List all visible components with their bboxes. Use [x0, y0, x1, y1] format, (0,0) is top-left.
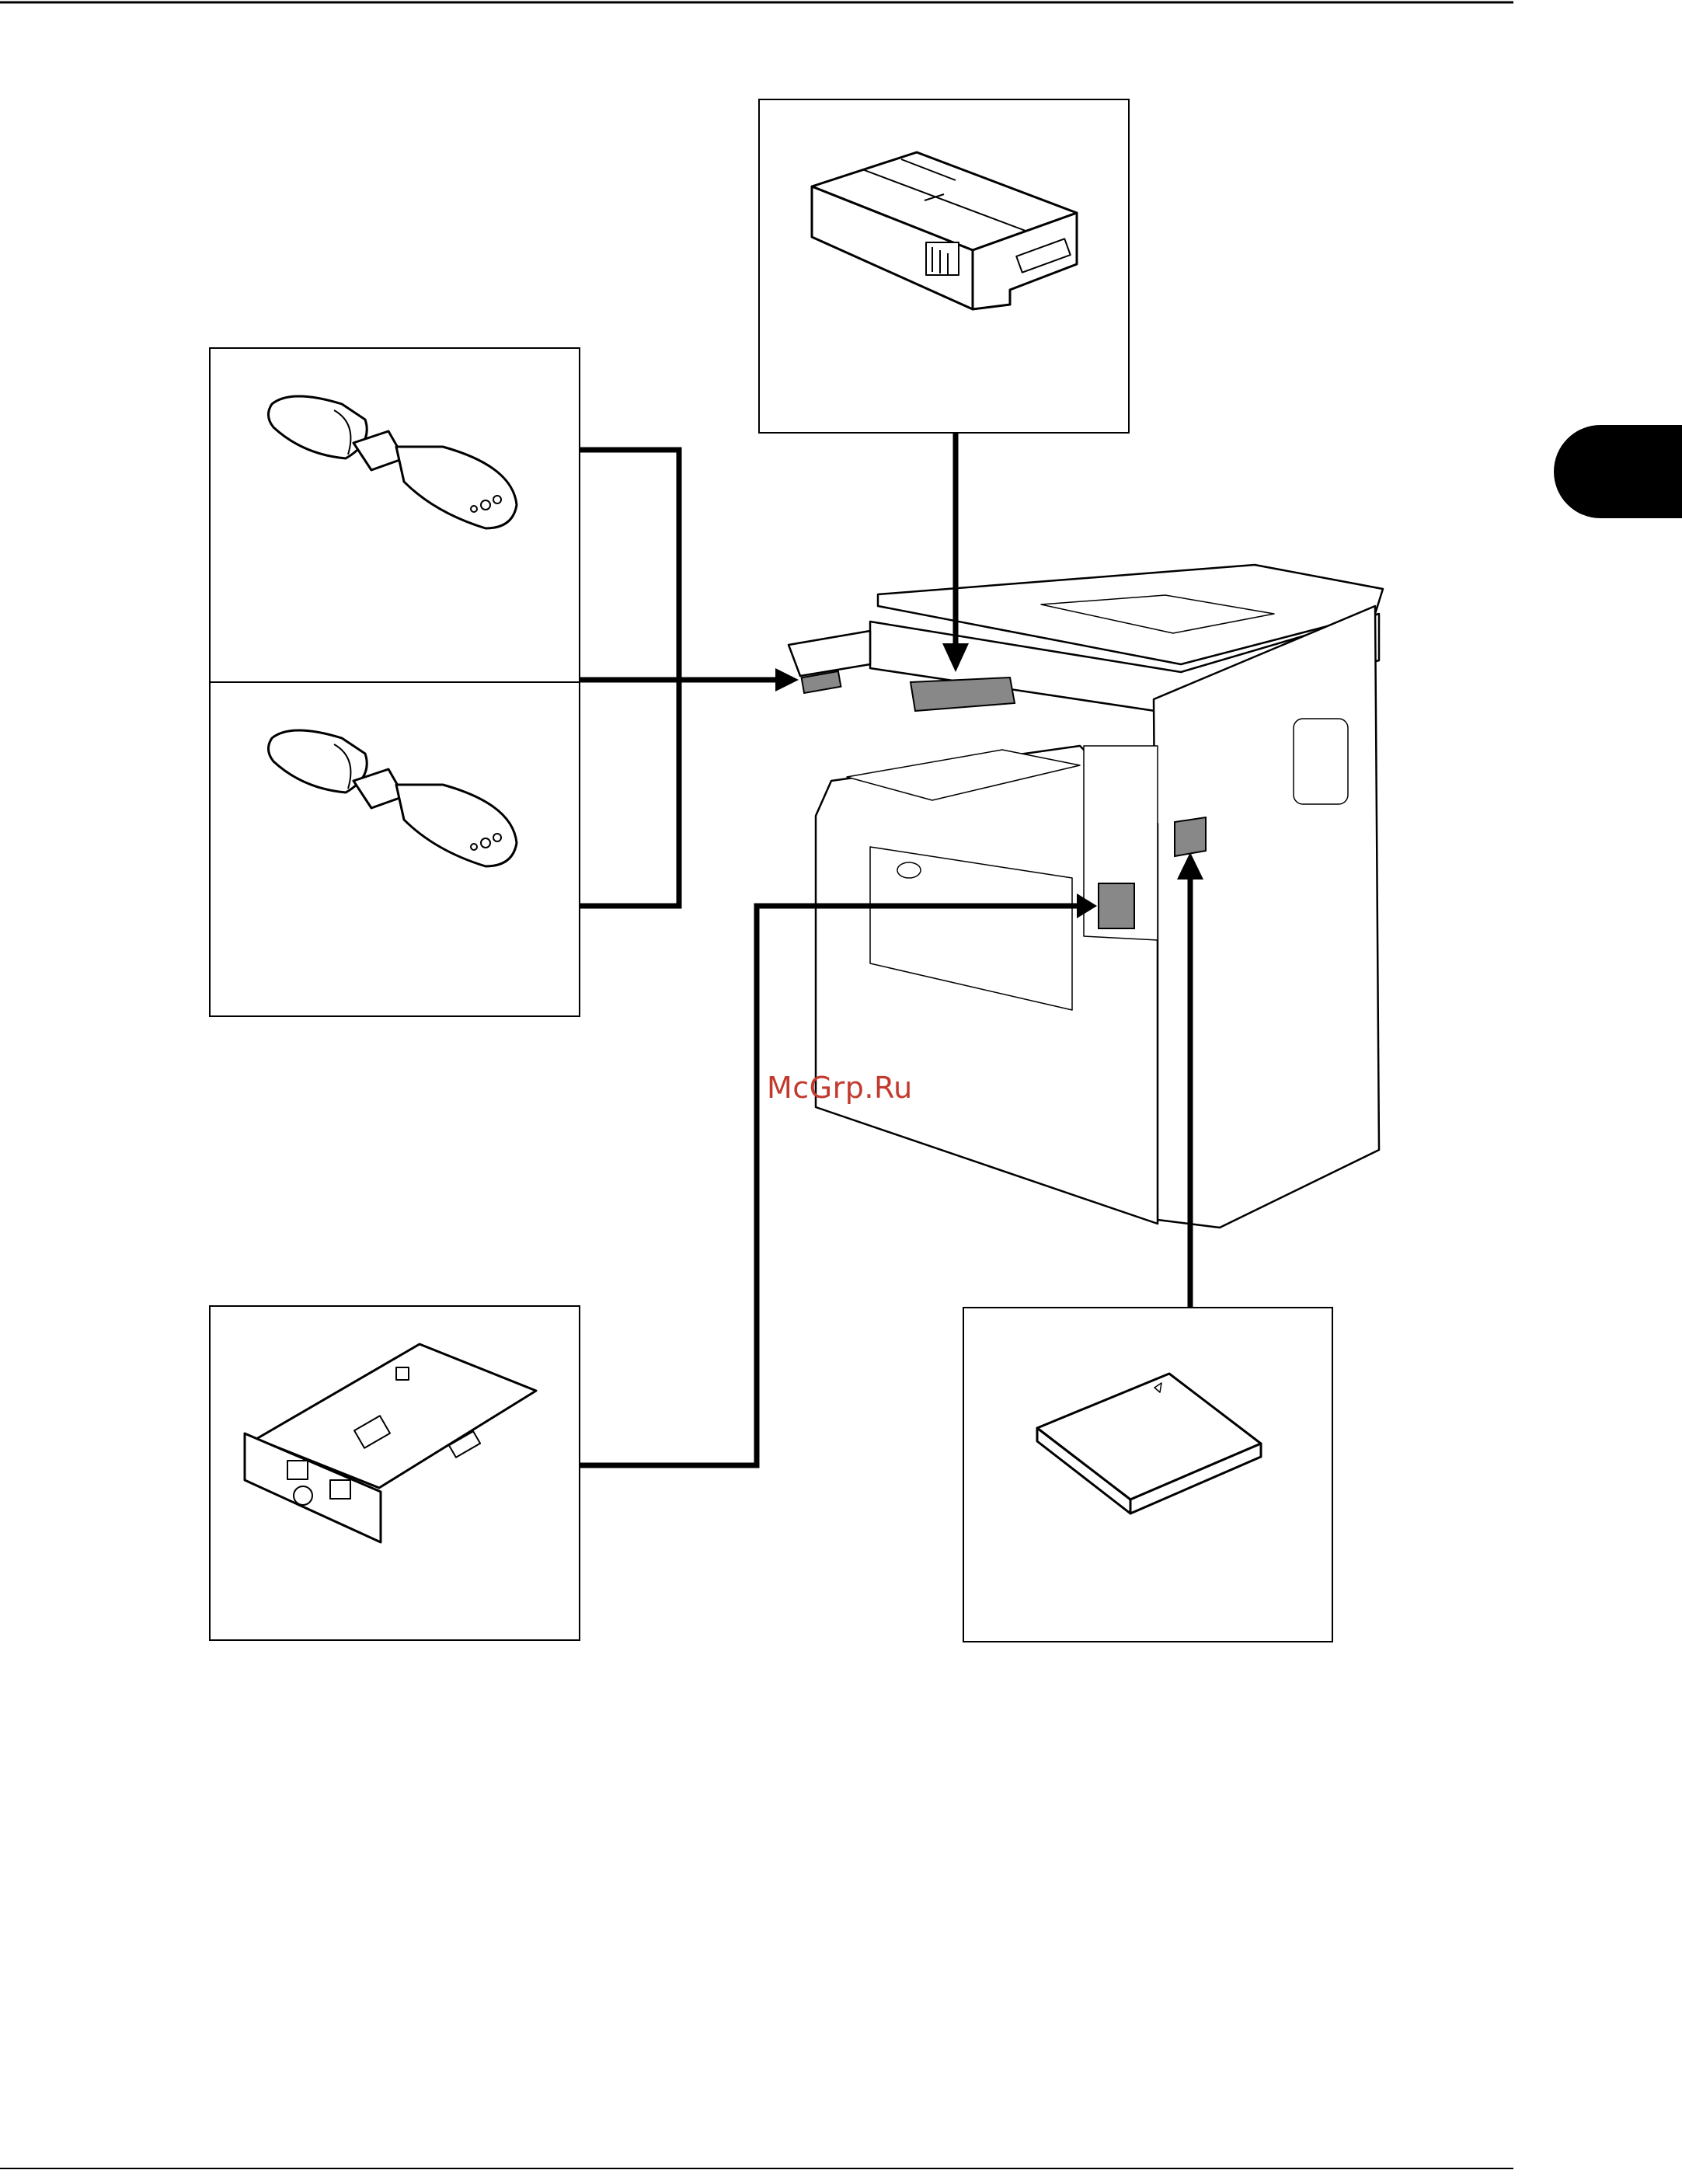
side-slot-marker: [1099, 883, 1134, 928]
card-reader-box: [759, 99, 1129, 433]
usb-key-box-upper: [210, 348, 580, 682]
rear-slot-marker: [1175, 817, 1206, 856]
usb-key-box-lower: [210, 682, 580, 1016]
top-slot-marker: [911, 677, 1015, 711]
watermark-text: McGrp.Ru: [767, 1071, 913, 1105]
chapter-tab: [1554, 425, 1682, 518]
printer-copier: [789, 565, 1383, 1228]
memory-card-box: [963, 1308, 1332, 1642]
fax-board-box: [210, 1306, 580, 1640]
usb-arrowhead: [775, 668, 799, 691]
